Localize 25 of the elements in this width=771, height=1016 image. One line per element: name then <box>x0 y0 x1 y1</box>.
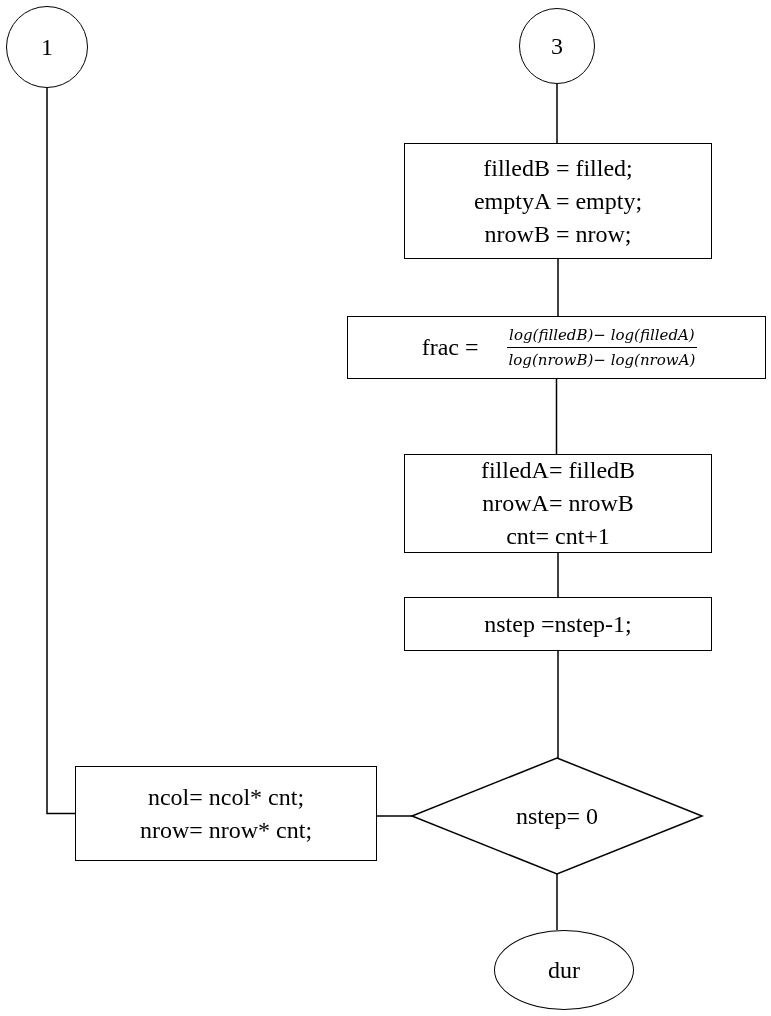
node-text: filledB = filled; emptyA = empty; nrowB = nrow; <box>472 153 644 249</box>
process-box <box>404 143 712 259</box>
process-box <box>404 597 712 651</box>
process-box <box>75 766 377 861</box>
connector-line <box>557 650 559 759</box>
fraction-denominator: log(nrowB)− log(nrowA) <box>507 350 697 369</box>
connector-line <box>556 873 558 931</box>
decision-diamond <box>412 758 702 874</box>
node-text: dur <box>547 955 581 985</box>
connector-line <box>556 83 558 144</box>
connector-line <box>557 552 559 598</box>
connector-line <box>555 378 558 455</box>
connector-line <box>376 815 413 817</box>
node-text: 1 <box>40 32 54 62</box>
connector-line <box>46 87 76 815</box>
node-text: filledA= filledB nrowA= nrowB cnt= cnt+1 <box>479 456 637 551</box>
node-text: 3 <box>550 31 564 61</box>
process-box <box>404 454 712 553</box>
fraction-numerator: log(filledB)− log(filledA) <box>507 326 697 348</box>
node-text: nstep= 0 <box>514 801 600 831</box>
process-box <box>347 316 766 379</box>
node-text: nstep =nstep-1; <box>483 609 633 639</box>
node-text: ncol= ncol* cnt; nrow= nrow* cnt; <box>138 782 314 845</box>
connector-line <box>557 258 559 317</box>
formula-label: frac = <box>420 333 480 362</box>
